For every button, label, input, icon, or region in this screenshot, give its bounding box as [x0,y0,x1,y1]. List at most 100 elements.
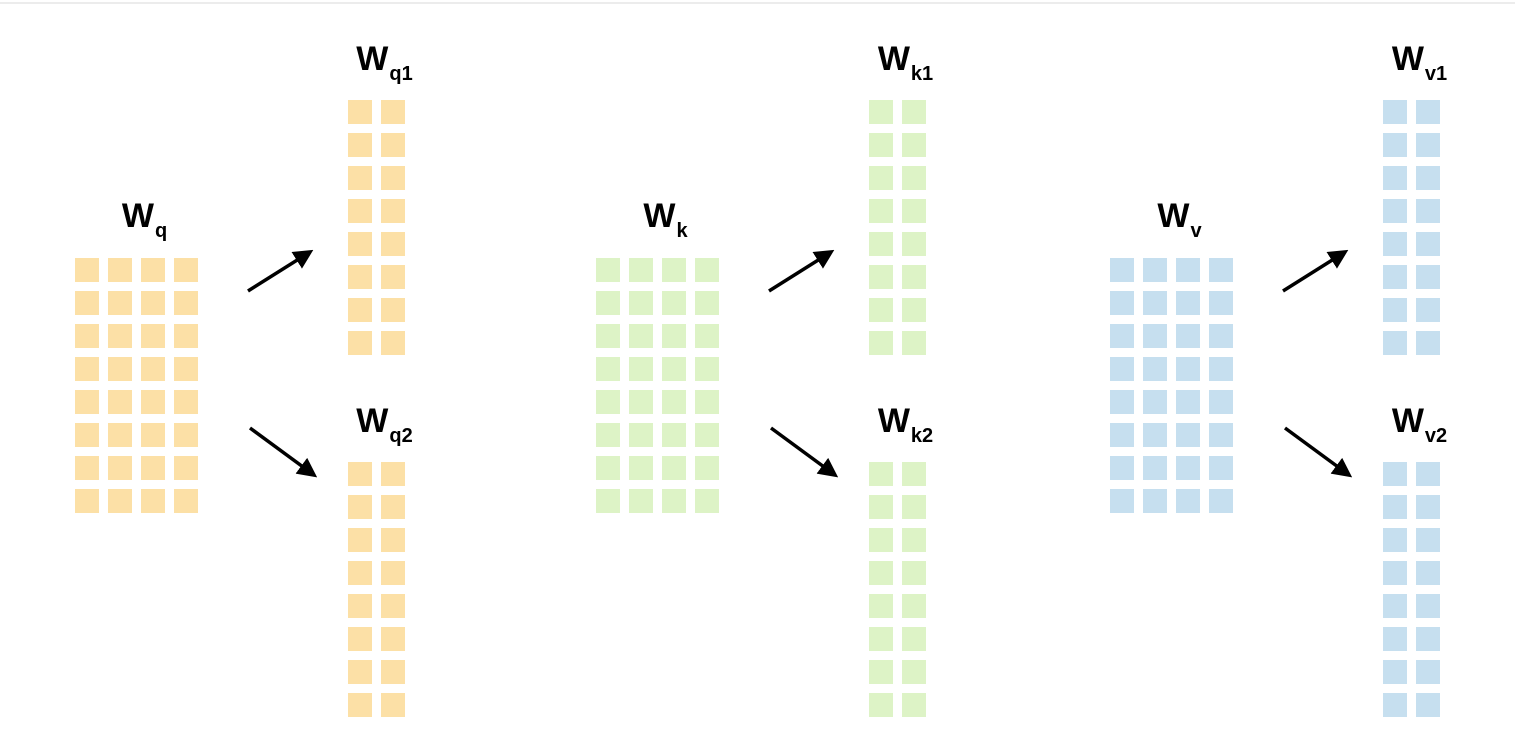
matrix-cell [75,324,99,348]
matrix-cell [902,594,926,618]
matrix-cell [381,265,405,289]
matrix-cell [381,495,405,519]
matrix-cell [629,357,653,381]
weight-submatrix-value-head2 [1383,462,1440,717]
matrix-cell [108,324,132,348]
matrix-cell [596,357,620,381]
matrix-cell [1416,660,1440,684]
matrix-cell [596,489,620,513]
matrix-cell [381,100,405,124]
matrix-cell [1110,324,1134,348]
matrix-cell [348,199,372,223]
matrix-cell [869,495,893,519]
matrix-cell [902,199,926,223]
matrix-cell [348,528,372,552]
matrix-cell [1383,693,1407,717]
matrix-cell [141,489,165,513]
matrix-cell [108,390,132,414]
matrix-label-query-head2-base: W [356,402,388,440]
matrix-cell [662,390,686,414]
matrix-cell [902,693,926,717]
matrix-cell [141,390,165,414]
matrix-cell [1416,561,1440,585]
matrix-cell [629,258,653,282]
split-arrow-up-icon [768,249,835,293]
matrix-cell [869,298,893,322]
matrix-cell [662,456,686,480]
matrix-cell [1209,357,1233,381]
matrix-cell [1143,489,1167,513]
matrix-cell [1383,199,1407,223]
matrix-cell [1383,462,1407,486]
matrix-cell [695,390,719,414]
matrix-label-key-head1-subscript: k1 [910,63,934,85]
matrix-cell [662,324,686,348]
matrix-label-query-head1-base: W [356,40,388,78]
matrix-cell [1416,298,1440,322]
matrix-cell [381,331,405,355]
matrix-cell [902,166,926,190]
matrix-cell [902,100,926,124]
matrix-cell [174,357,198,381]
matrix-cell [1416,594,1440,618]
matrix-label-value-head1-subscript: v1 [1424,63,1448,85]
matrix-cell [141,291,165,315]
query-split-arrows [247,249,318,478]
matrix-cell [348,133,372,157]
matrix-cell [381,660,405,684]
matrix-cell [695,291,719,315]
matrix-cell [381,693,405,717]
matrix-cell [1383,594,1407,618]
matrix-cell [174,324,198,348]
matrix-cell [381,133,405,157]
matrix-cell [381,199,405,223]
matrix-cell [1383,627,1407,651]
matrix-cell [348,232,372,256]
matrix-cell [1416,462,1440,486]
split-arrow-down-icon [248,426,318,478]
matrix-cell [662,489,686,513]
matrix-cell [869,232,893,256]
matrix-label-key-subscript: k [676,220,688,242]
weight-matrix-query [75,258,198,513]
matrix-cell [1143,456,1167,480]
matrix-cell [1416,627,1440,651]
matrix-cell [902,660,926,684]
matrix-cell [75,357,99,381]
matrix-label-query-head1-subscript: q1 [389,63,413,85]
matrix-cell [1416,265,1440,289]
matrix-cell [348,561,372,585]
matrix-cell [695,489,719,513]
matrix-cell [1416,166,1440,190]
matrix-cell [1209,324,1233,348]
matrix-cell [1383,100,1407,124]
matrix-cell [662,258,686,282]
matrix-cell [1176,423,1200,447]
matrix-cell [1209,423,1233,447]
matrix-cell [348,594,372,618]
weight-submatrix-key-head2 [869,462,926,717]
matrix-cell [174,258,198,282]
matrix-cell [869,100,893,124]
matrix-cell [1383,331,1407,355]
matrix-cell [1110,357,1134,381]
matrix-cell [381,166,405,190]
matrix-cell [695,357,719,381]
matrix-cell [1110,390,1134,414]
matrix-label-value-subscript: v [1190,220,1202,242]
matrix-cell [381,528,405,552]
matrix-cell [662,357,686,381]
matrix-cell [174,291,198,315]
split-arrow-up-icon [1282,249,1349,293]
split-arrow-up-icon [247,249,314,293]
matrix-cell [1383,495,1407,519]
matrix-cell [869,133,893,157]
matrix-cell [695,324,719,348]
matrix-cell [381,232,405,256]
weight-submatrix-key-head1 [869,100,926,355]
